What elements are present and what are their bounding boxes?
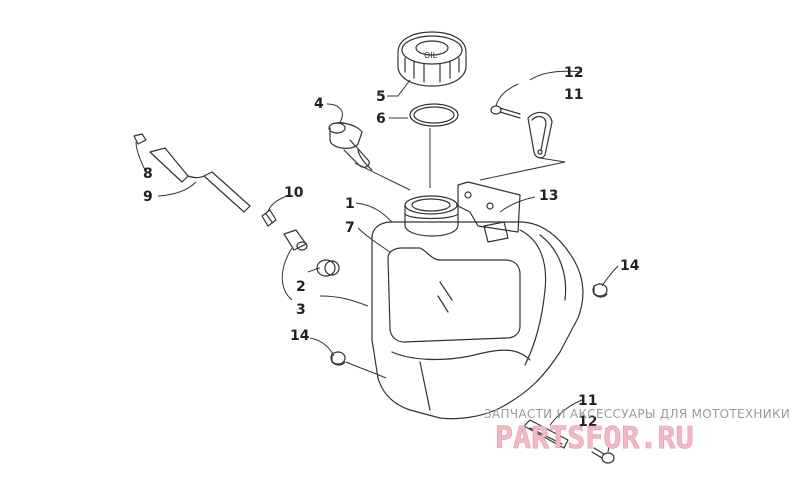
vent-valve: [328, 122, 373, 171]
hose-clamp: [261, 209, 277, 227]
grommet-right: [592, 283, 608, 298]
callout-10: 10: [284, 185, 304, 201]
callout-labels: 5 6 4 1 7 12 11 13 14 8 9 10 2 3 14 11 1…: [143, 65, 640, 430]
callout-11-upper: 11: [564, 87, 583, 103]
callout-14-right: 14: [620, 258, 640, 274]
cap-gasket: [409, 103, 459, 127]
callout-5: 5: [376, 89, 386, 105]
callout-9: 9: [143, 189, 153, 205]
watermark: ЗАПЧАСТИ И АКСЕССУАРЫ ДЛЯ МОТОТЕХНИКИ PA…: [484, 407, 790, 456]
svg-text:OIL: OIL: [424, 51, 438, 60]
callout-4: 4: [314, 96, 324, 112]
grommet: [316, 259, 340, 277]
callout-14-left: 14: [290, 328, 310, 344]
grommet-left: [330, 351, 346, 366]
fuel-fitting: [283, 229, 308, 251]
callout-12-upper: 12: [564, 65, 583, 81]
watermark-caption: ЗАПЧАСТИ И АКСЕССУАРЫ ДЛЯ МОТОТЕХНИКИ: [484, 407, 790, 421]
callout-6: 6: [376, 111, 386, 127]
callout-1: 1: [345, 196, 355, 212]
clamp-upper: [527, 111, 553, 159]
screw-upper: [490, 105, 521, 119]
watermark-logo: PARTSFOR.RU: [495, 421, 694, 456]
callout-11-lower: 11: [578, 393, 597, 409]
strap-lower: [523, 419, 569, 449]
fuel-hose: [133, 133, 251, 213]
callout-7: 7: [345, 220, 355, 236]
callout-2: 2: [296, 279, 306, 295]
callout-3: 3: [296, 302, 306, 318]
callout-8: 8: [143, 166, 153, 182]
fuel-tank: [371, 181, 584, 420]
screw-lower: [591, 447, 615, 464]
leader-lines: [135, 70, 619, 453]
callout-13: 13: [539, 188, 558, 204]
fuel-cap: OIL: [397, 31, 467, 87]
callout-12-lower: 12: [578, 414, 597, 430]
